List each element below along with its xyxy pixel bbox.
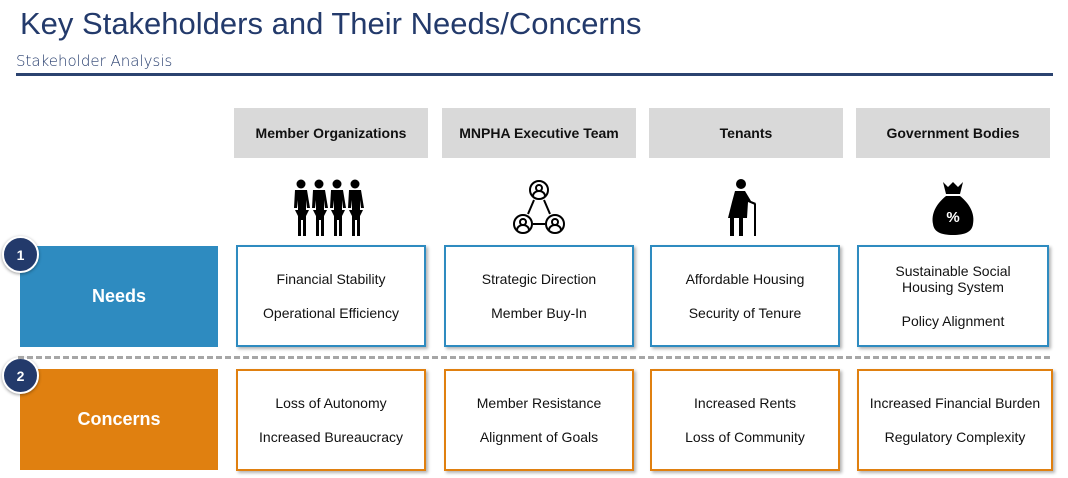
column-header: Tenants bbox=[649, 108, 843, 158]
title-rule bbox=[16, 73, 1053, 76]
concern-item: Member Resistance bbox=[476, 395, 602, 411]
concerns-row-label: Concerns bbox=[20, 369, 218, 470]
concern-item: Increased Rents bbox=[694, 395, 796, 411]
needs-number-badge: 1 bbox=[2, 236, 39, 273]
need-item: Policy Alignment bbox=[901, 313, 1005, 329]
concern-item: Increased Bureaucracy bbox=[259, 429, 403, 445]
group-people-icon bbox=[234, 178, 428, 238]
concern-item: Loss of Community bbox=[685, 429, 805, 445]
needs-row-label: Needs bbox=[20, 246, 218, 347]
concern-item: Loss of Autonomy bbox=[275, 395, 387, 411]
need-item: Financial Stability bbox=[276, 271, 386, 287]
money-bag-percent-icon: % bbox=[856, 178, 1050, 238]
concern-item: Alignment of Goals bbox=[479, 429, 599, 445]
column-header: Government Bodies bbox=[856, 108, 1050, 158]
row-divider bbox=[18, 356, 1050, 359]
need-item: Operational Efficiency bbox=[263, 305, 399, 321]
need-item: Strategic Direction bbox=[481, 271, 597, 287]
page-title: Key Stakeholders and Their Needs/Concern… bbox=[20, 6, 642, 41]
svg-text:%: % bbox=[946, 209, 959, 226]
concern-item: Regulatory Complexity bbox=[884, 429, 1026, 445]
column-header: Member Organizations bbox=[234, 108, 428, 158]
team-network-icon bbox=[442, 178, 636, 238]
concerns-number-badge: 2 bbox=[2, 357, 39, 394]
elderly-person-icon bbox=[649, 178, 843, 238]
need-item: Affordable Housing bbox=[685, 271, 805, 287]
page-subtitle: Stakeholder Analysis bbox=[16, 52, 173, 70]
concern-item: Increased Financial Burden bbox=[869, 395, 1041, 411]
need-item: Security of Tenure bbox=[688, 305, 802, 321]
need-item: Member Buy-In bbox=[491, 305, 587, 321]
column-header: MNPHA Executive Team bbox=[442, 108, 636, 158]
need-item: Sustainable Social Housing System bbox=[895, 263, 1011, 295]
